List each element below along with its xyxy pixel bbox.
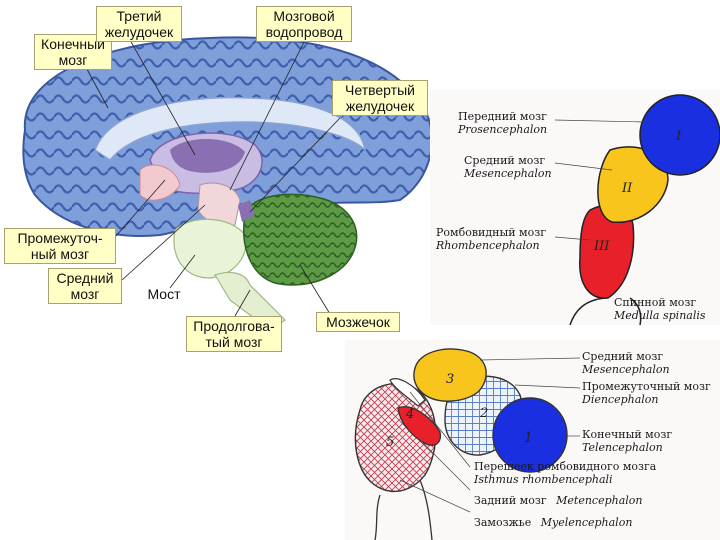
label-text: Промежуточ- <box>17 230 103 246</box>
label-text: желудочек <box>104 24 174 40</box>
label-text: Конечный <box>41 36 105 52</box>
label-cerebral-aqueduct: Мозговой водопровод <box>256 6 352 42</box>
label-medulla: Продолгова- тый мозг <box>186 316 282 352</box>
label-text: ный мозг <box>30 246 90 262</box>
label-text: мозг <box>70 286 100 302</box>
label-text: Продолгова- <box>193 318 275 334</box>
ru-text: Средний мозг <box>464 154 546 167</box>
ru-text: Передний мозг <box>458 110 547 123</box>
label-cerebellum: Мозжечок <box>316 312 400 332</box>
five-label-metencephalon: Задний мозг Metencephalon <box>474 494 643 507</box>
vesicle-telencephalon <box>492 397 568 473</box>
numeral-3: 3 <box>446 372 454 387</box>
label-text: Третий <box>116 8 162 24</box>
numeral-II: II <box>621 181 633 196</box>
leader-lines-five <box>399 357 581 513</box>
ru-text: Задний мозг <box>474 494 547 507</box>
numeral-I: I <box>675 129 682 144</box>
lat-text: Rhombencephalon <box>436 239 540 252</box>
three-label-spinal-cord: Спинной мозг Medulla spinalis <box>614 296 706 322</box>
label-fourth-ventricle: Четвертый желудочек <box>332 80 428 116</box>
ru-text: Ромбовидный мозг <box>436 226 546 239</box>
five-label-telencephalon: Конечный мозг Telencephalon <box>582 428 672 454</box>
three-vesicle-diagram: I II III <box>569 94 720 326</box>
five-label-isthmus: Перешеек ромбовидного мозга Isthmus rhom… <box>474 460 656 486</box>
label-telencephalon: Конечный мозг <box>34 34 112 70</box>
lat-text: Diencephalon <box>582 393 659 406</box>
five-label-diencephalon: Промежуточный мозг Diencephalon <box>582 380 711 406</box>
lat-text: Prosencephalon <box>458 123 548 136</box>
leader-lines-three <box>554 119 646 241</box>
five-vesicle-diagram: 3 2 1 4 5 <box>354 348 568 540</box>
numeral-4: 4 <box>405 407 414 422</box>
lat-text: Medulla spinalis <box>614 309 706 322</box>
label-text: Мозжечок <box>326 314 390 330</box>
leader-lines-brain <box>81 39 341 317</box>
ru-text: Спинной мозг <box>614 296 697 309</box>
three-label-prosencephalon: Передний мозг Prosencephalon <box>458 110 547 136</box>
third-ventricle-shape <box>170 138 245 173</box>
ru-text: Промежуточный мозг <box>582 380 711 393</box>
label-text: Средний <box>56 270 114 286</box>
numeral-1: 1 <box>524 430 533 446</box>
label-text: мозг <box>58 52 88 68</box>
label-diencephalon: Промежуточ- ный мозг <box>4 228 116 264</box>
vesicle-mesencephalon-5 <box>413 348 487 402</box>
five-label-myelencephalon: Замозжье Myelencephalon <box>474 516 632 529</box>
lat-text: Metencephalon <box>556 494 643 507</box>
ru-text: Средний мозг <box>582 350 664 363</box>
label-text: Четвертый <box>345 82 415 98</box>
lat-text: Telencephalon <box>582 441 663 454</box>
numeral-III: III <box>593 239 610 254</box>
lat-text: Mesencephalon <box>464 167 552 180</box>
three-label-rhombencephalon: Ромбовидный мозг Rhombencephalon <box>436 226 546 252</box>
lat-text: Isthmus rhombencephali <box>474 473 613 486</box>
midbrain-shape <box>197 182 241 227</box>
lat-text: Myelencephalon <box>540 516 633 529</box>
numeral-5: 5 <box>386 435 394 450</box>
ru-text: Конечный мозг <box>582 428 673 441</box>
label-text: водопровод <box>265 24 343 40</box>
vesicle-metencephalon <box>397 406 442 446</box>
cerebellum-shape <box>243 193 358 286</box>
label-text: Мост <box>147 286 181 302</box>
label-text: желудочек <box>345 98 415 114</box>
label-third-ventricle: Третий желудочек <box>96 6 182 42</box>
label-text: тый мозг <box>205 334 263 350</box>
ru-text: Замозжье <box>474 516 532 529</box>
label-pons: Мост <box>140 285 188 303</box>
five-label-mesencephalon: Средний мозг Mesencephalon <box>582 350 670 376</box>
label-midbrain: Средний мозг <box>48 268 122 304</box>
ru-text: Перешеек ромбовидного мозга <box>474 460 657 473</box>
fourth-ventricle-shape <box>238 200 255 222</box>
numeral-2: 2 <box>479 406 488 421</box>
pons-shape <box>173 218 247 279</box>
vesicle-prosencephalon <box>639 94 720 176</box>
lat-text: Mesencephalon <box>582 363 670 376</box>
hypothalamus-shape <box>139 164 181 201</box>
vesicle-isthmus <box>389 378 426 407</box>
three-label-mesencephalon: Средний мозг Mesencephalon <box>464 154 552 180</box>
label-text: Мозговой <box>273 8 335 24</box>
